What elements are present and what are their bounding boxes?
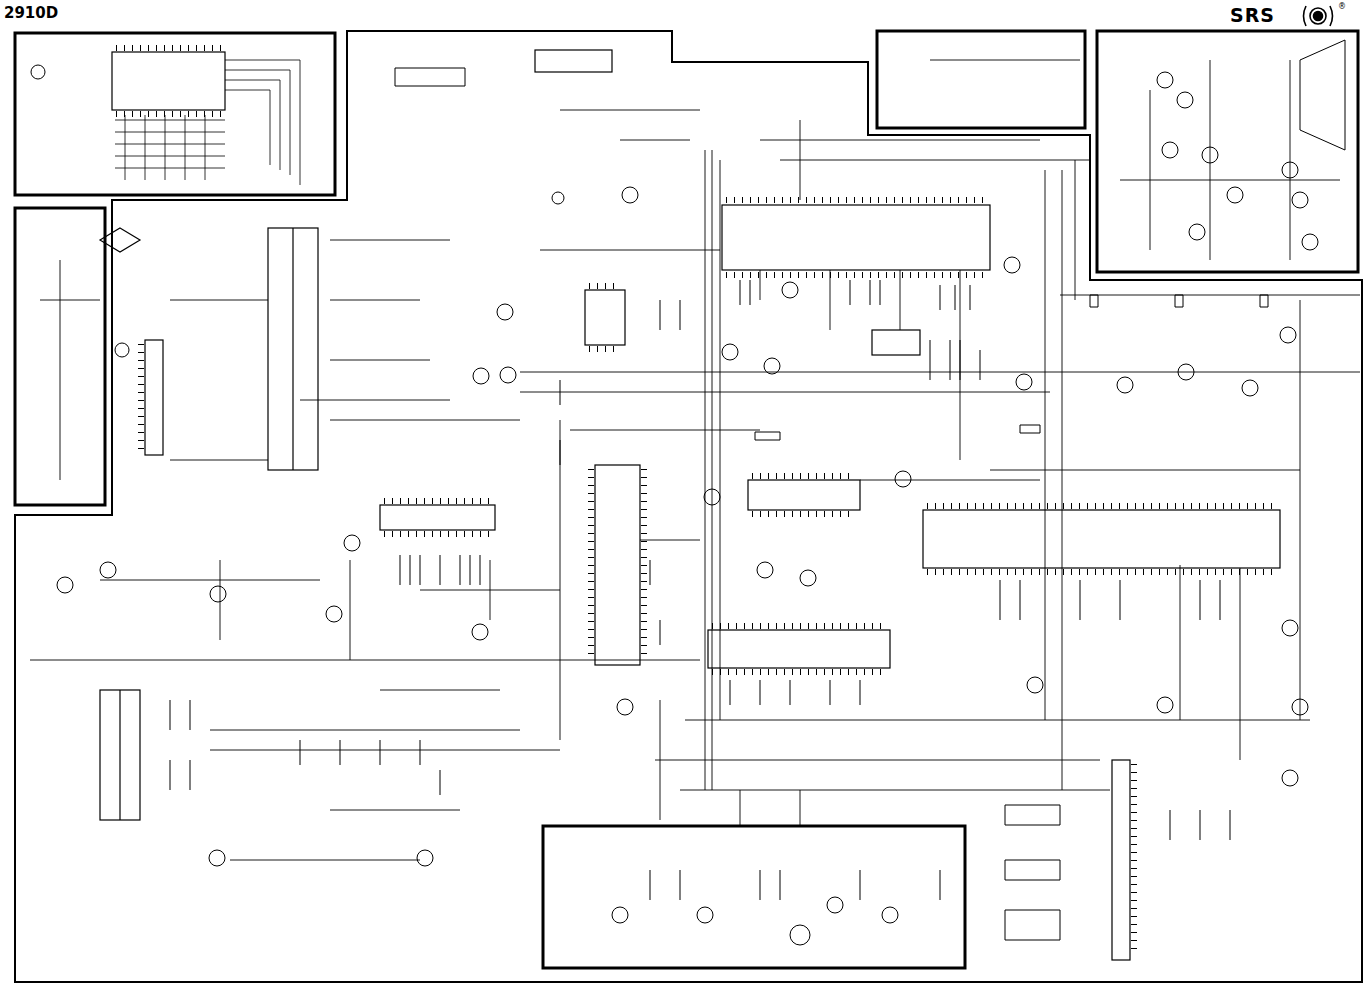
- panel-border: [877, 31, 1085, 128]
- transistor-symbol: [1282, 162, 1298, 178]
- wire: [30, 60, 1360, 860]
- transistor-symbol: [612, 907, 628, 923]
- transistor-symbol: [1227, 187, 1243, 203]
- crt-symbol: [1300, 40, 1345, 150]
- transistor-symbol: [417, 850, 433, 866]
- transistor-symbol: [617, 699, 633, 715]
- srs-logo-symbol: [1304, 6, 1333, 26]
- srs-logo-symbol: [1304, 6, 1333, 26]
- ic-pins: [116, 48, 1276, 956]
- transistor-symbol: [1177, 92, 1193, 108]
- keyboard-matrix: [115, 115, 225, 180]
- sheet-title: 2910D: [4, 6, 58, 21]
- transistor-symbol: [1016, 374, 1032, 390]
- ic-body: [1112, 760, 1130, 960]
- transistor-symbol: [497, 304, 513, 320]
- transistor-symbol: [472, 624, 488, 640]
- transformer-symbol: [100, 228, 140, 252]
- transistor-symbol: [552, 192, 564, 204]
- transistor-symbol: [31, 65, 1318, 945]
- ic-body: [748, 480, 860, 510]
- keyboard-matrix: [225, 60, 300, 185]
- ic-body: [722, 205, 990, 270]
- transistor-symbol: [800, 570, 816, 586]
- ic-body: [112, 50, 1280, 960]
- transistor-symbol: [1202, 147, 1218, 163]
- ic-body: [112, 52, 225, 110]
- transformer-symbol: [100, 690, 140, 820]
- passive-components: [170, 280, 1230, 900]
- registered-mark: ®: [1338, 3, 1346, 11]
- transistor-symbol: [790, 925, 810, 945]
- transistor-symbol: [622, 187, 638, 203]
- transistor-symbol: [1117, 377, 1133, 393]
- ic-body: [872, 330, 920, 355]
- transistor-symbol: [1282, 620, 1298, 636]
- transformer-symbol: [292, 228, 293, 470]
- transistor-symbol: [1189, 224, 1205, 240]
- transistor-symbol: [500, 367, 516, 383]
- transistor-symbol: [473, 368, 489, 384]
- transistor-symbol: [1004, 257, 1020, 273]
- brand-logo-text: SRS: [1230, 6, 1275, 25]
- transistor-symbol: [1302, 234, 1318, 250]
- transistor-symbol: [1157, 72, 1173, 88]
- transistor-symbol: [697, 907, 713, 923]
- transistor-symbol: [210, 586, 226, 602]
- transistor-symbol: [344, 535, 360, 551]
- transistor-symbol: [115, 343, 129, 357]
- transistor-symbol: [326, 606, 342, 622]
- transistor-symbol: [764, 358, 780, 374]
- transistor-symbol: [782, 282, 798, 298]
- transistor-symbol: [1280, 327, 1296, 343]
- transistor-symbol: [1282, 770, 1298, 786]
- wire: [30, 60, 1360, 860]
- transistor-symbol: [209, 850, 225, 866]
- srs-logo-symbol: [1310, 8, 1326, 24]
- panel-border: [1097, 31, 1358, 272]
- ic-body: [708, 630, 890, 668]
- ic-body: [380, 505, 495, 530]
- panel-border: [15, 33, 335, 195]
- ic-body: [585, 290, 625, 345]
- ic-pins: [116, 48, 1276, 672]
- keyboard-matrix: [115, 60, 300, 185]
- transistor-symbol: [1292, 192, 1308, 208]
- ic-body: [595, 465, 640, 665]
- transistor-symbol: [827, 897, 843, 913]
- transformer-symbol: [119, 690, 120, 820]
- srs-logo-symbol: [1314, 12, 1323, 21]
- panel-border: [543, 826, 965, 968]
- transistor-symbol: [704, 489, 720, 505]
- transistor-symbol: [1157, 697, 1173, 713]
- passive-components: [395, 68, 1268, 940]
- transistor-symbol: [722, 344, 738, 360]
- transistor-symbol: [31, 65, 45, 79]
- transistor-symbol: [1162, 142, 1178, 158]
- crt-symbol: [1300, 40, 1345, 150]
- ic-pins: [141, 344, 1134, 956]
- transistor-symbol: [1242, 380, 1258, 396]
- passive-components: [170, 68, 1268, 940]
- transistor-symbol: [1292, 699, 1308, 715]
- transistor-symbol: [757, 562, 773, 578]
- ic-body: [535, 50, 612, 72]
- panel-border: [15, 31, 1362, 982]
- transformer-symbol: [100, 228, 318, 820]
- transistor-symbol: [57, 577, 73, 593]
- transistor-symbol: [100, 562, 116, 578]
- transistor-symbol: [895, 471, 911, 487]
- transistor-symbol: [882, 907, 898, 923]
- transformer-symbol: [268, 228, 318, 470]
- ic-body: [145, 340, 163, 455]
- ic-body: [923, 510, 1280, 568]
- transistor-symbol: [1027, 677, 1043, 693]
- transistor-symbol: [1178, 364, 1194, 380]
- panel-border: [15, 31, 1362, 982]
